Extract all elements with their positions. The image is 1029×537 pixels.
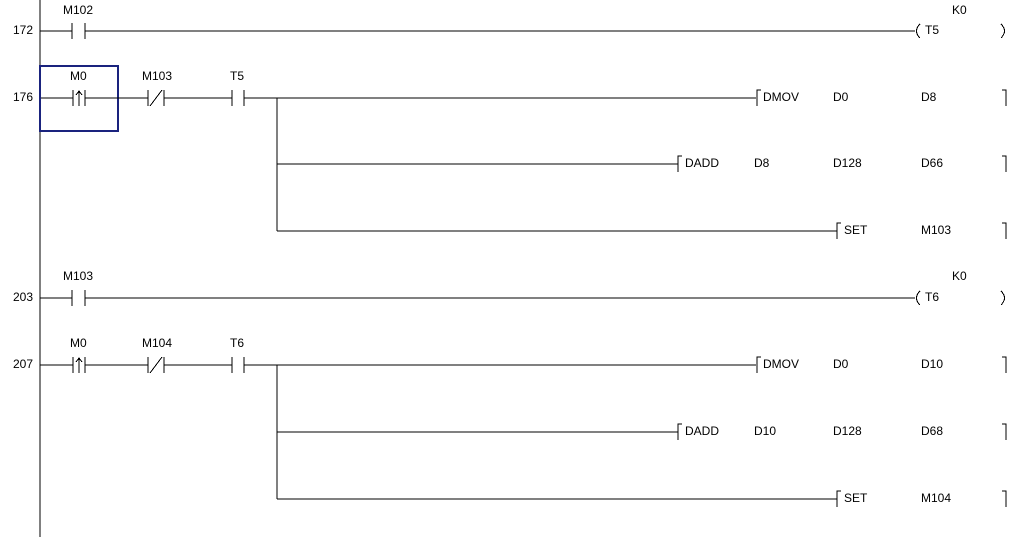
- instruction-arg: D8: [754, 156, 770, 170]
- instruction-set[interactable]: SET M104: [836, 490, 1007, 507]
- contact-m0-rising[interactable]: M0: [70, 69, 87, 106]
- instruction-arg: D0: [833, 357, 849, 371]
- instruction-op: DMOV: [763, 357, 799, 371]
- nc-slash: [149, 356, 163, 374]
- device-label: M104: [142, 336, 172, 350]
- contact-m103-nc[interactable]: M103: [142, 69, 172, 107]
- instruction-arg: D68: [921, 424, 943, 438]
- device-label: T6: [230, 336, 244, 350]
- step-number: 207: [13, 357, 33, 371]
- contact-t5[interactable]: T5: [230, 69, 245, 106]
- instruction-dadd[interactable]: DADD D8 D128 D66: [677, 155, 1007, 172]
- contact-m103[interactable]: M103: [63, 269, 93, 306]
- contact-m0-rising[interactable]: M0: [70, 336, 87, 373]
- step-number: 172: [13, 23, 33, 37]
- coil-t5[interactable]: K0 T5: [916, 3, 1005, 39]
- device-label: T5: [230, 69, 244, 83]
- contact-m104-nc[interactable]: M104: [142, 336, 172, 374]
- instruction-op: SET: [844, 223, 868, 237]
- step-number: 176: [13, 90, 33, 104]
- instruction-arg: D128: [833, 424, 862, 438]
- contact-t6[interactable]: T6: [230, 336, 245, 373]
- contact-m102[interactable]: M102: [63, 3, 93, 39]
- instruction-arg: D128: [833, 156, 862, 170]
- step-number: 203: [13, 290, 33, 304]
- coil-setting: K0: [952, 269, 967, 283]
- instruction-set[interactable]: SET M103: [836, 222, 1007, 239]
- coil-device: T6: [925, 290, 939, 304]
- coil-device: T5: [925, 23, 939, 37]
- coil-setting: K0: [952, 3, 967, 17]
- instruction-arg: D66: [921, 156, 943, 170]
- rung-176: 176 M0 M103 T5 DMOV D0 D8: [13, 65, 1007, 239]
- instruction-arg: D10: [754, 424, 776, 438]
- coil-right-arc: [1000, 290, 1005, 306]
- instruction-dmov[interactable]: DMOV D0 D8: [756, 89, 1007, 106]
- rung-172: 172 M102 K0 T5: [13, 3, 1005, 39]
- device-label: M103: [142, 69, 172, 83]
- instruction-arg: D8: [921, 90, 937, 104]
- instruction-dmov[interactable]: DMOV D0 D10: [756, 356, 1007, 373]
- instruction-op: DADD: [685, 156, 719, 170]
- device-label: M103: [63, 269, 93, 283]
- rising-edge-arrow-icon: [75, 357, 83, 373]
- device-label: M0: [70, 69, 87, 83]
- device-label: M0: [70, 336, 87, 350]
- instruction-arg: M103: [921, 223, 951, 237]
- instruction-arg: M104: [921, 491, 951, 505]
- rung-203: 203 M103 K0 T6: [13, 269, 1005, 306]
- rung-207: 207 M0 M104 T6 DMOV D0 D10: [13, 336, 1007, 507]
- instruction-arg: D0: [833, 90, 849, 104]
- instruction-op: DMOV: [763, 90, 799, 104]
- instruction-op: SET: [844, 491, 868, 505]
- instruction-op: DADD: [685, 424, 719, 438]
- rising-edge-arrow-icon: [75, 90, 83, 106]
- instruction-arg: D10: [921, 357, 943, 371]
- coil-left-arc: [916, 23, 921, 39]
- device-label: M102: [63, 3, 93, 17]
- instruction-dadd[interactable]: DADD D10 D128 D68: [677, 423, 1007, 440]
- coil-t6[interactable]: K0 T6: [916, 269, 1005, 306]
- nc-slash: [149, 89, 163, 107]
- coil-right-arc: [1000, 23, 1005, 39]
- coil-left-arc: [916, 290, 921, 306]
